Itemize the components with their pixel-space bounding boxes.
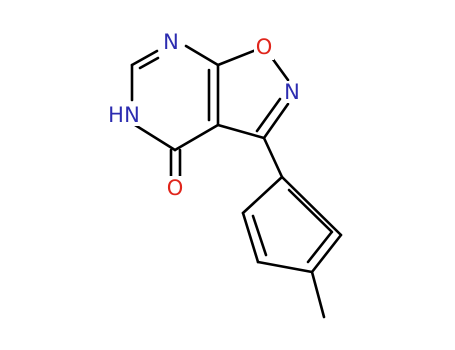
bond-nh-to-c4 (133, 123, 177, 152)
bond-aryl-top-to-left (241, 175, 284, 215)
atom-n-top-label: N (163, 30, 179, 54)
bond-c3-to-aryl (262, 136, 284, 179)
bond-aryl-left-to-bottom-left (241, 211, 260, 264)
bond-aryl-top-to-right (280, 175, 343, 237)
atom-o-ring: O (254, 35, 274, 60)
bond-c4-to-c3a (173, 123, 220, 152)
atom-labels: N O N H N O (106, 30, 300, 202)
atom-nh-n-label: N (124, 103, 140, 127)
atom-h-label: H (108, 103, 124, 127)
bond-aryl-bottom-left-to-para (256, 260, 314, 274)
bond-aryl-left-to-bottom-left-inner (251, 214, 268, 257)
atom-o-carbonyl-label: O (167, 176, 184, 200)
atom-n-right: N (284, 80, 300, 104)
bond-n-top-to-c2 (130, 49, 159, 67)
bond-o-ring-to-n-right (270, 56, 290, 82)
bond-n-right-to-c3-double (255, 97, 282, 133)
bonds (130, 44, 343, 319)
atom-o-carbonyl: O (164, 176, 186, 202)
atom-n-top: N (163, 30, 179, 54)
bond-n-right-to-c3 (262, 102, 290, 140)
bond-para-to-methyl (310, 270, 326, 319)
bond-aryl-para-to-right (310, 233, 343, 274)
bond-c2-to-n-top-double (138, 56, 160, 70)
atom-nh: H N (106, 103, 142, 127)
bond-aryl-para-to-right-inner (306, 231, 333, 264)
bond-c7a-to-o-ring (216, 48, 258, 67)
atom-n-right-label: N (284, 80, 300, 104)
atom-o-ring-label: O (256, 35, 273, 59)
bond-c7a-to-n-top (184, 44, 220, 67)
bond-c3-to-c3a (216, 123, 266, 140)
bond-aryl-top-to-right-inner (287, 188, 334, 234)
